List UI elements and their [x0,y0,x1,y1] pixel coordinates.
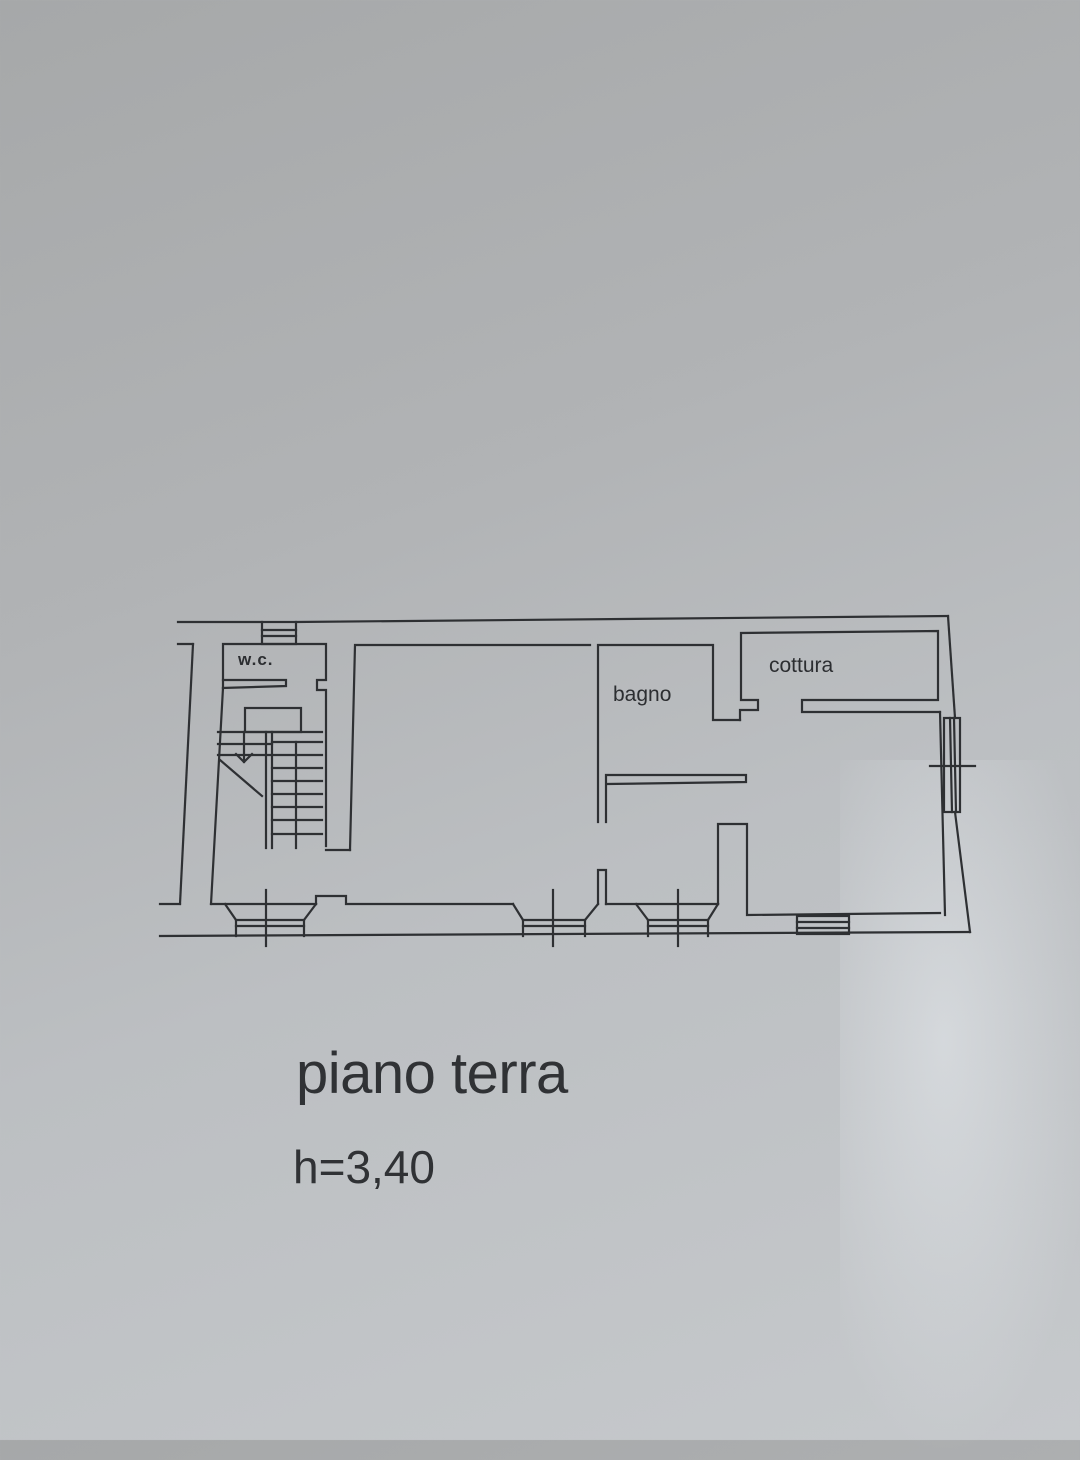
stair-arrow [234,730,254,764]
ceiling-height: h=3,40 [293,1141,435,1193]
room-label-cottura: cottura [769,654,834,677]
floor-title: piano terra [296,1041,568,1106]
door-bottom-right [795,914,851,936]
window-bottom-1 [223,888,318,948]
window-bottom-3 [634,888,720,948]
window-bottom-2 [511,888,600,948]
room-label-wc: w.c. [238,650,274,669]
room-label-bagno: bagno [613,683,672,706]
window-wc [260,620,298,646]
